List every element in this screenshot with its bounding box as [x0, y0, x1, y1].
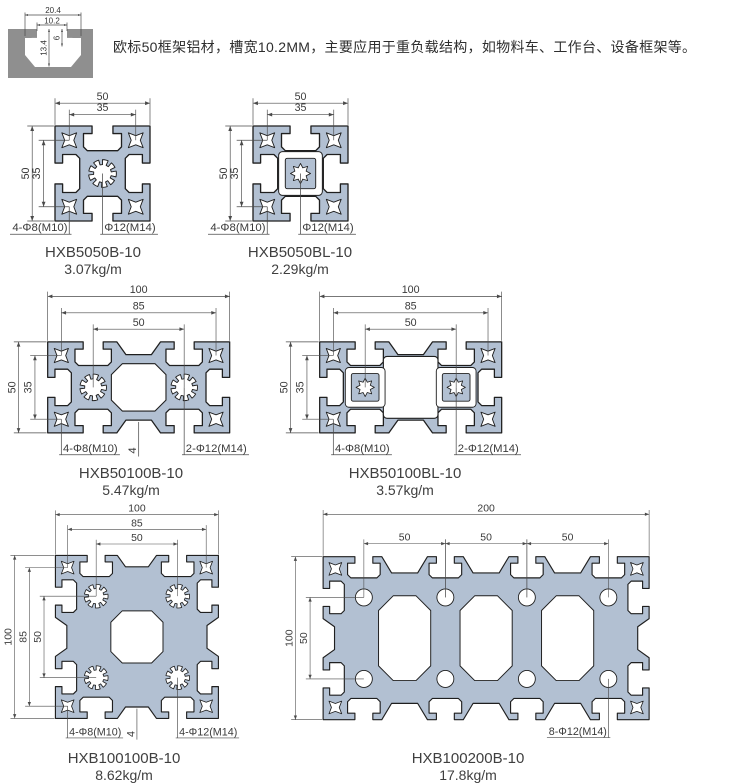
profile-name: HXB100200B-10 — [411, 750, 525, 767]
callout-labels: 4-Φ8(M10) Φ12(M14) — [208, 173, 356, 235]
svg-text:4-Φ8(M10): 4-Φ8(M10) — [63, 443, 118, 455]
profile-weight: 3.07kg/m — [64, 261, 122, 277]
profile-weight: 2.29kg/m — [271, 261, 329, 277]
svg-text:85: 85 — [131, 518, 143, 529]
svg-text:50: 50 — [480, 533, 492, 544]
svg-text:50: 50 — [131, 533, 143, 544]
svg-text:35: 35 — [295, 381, 307, 393]
svg-text:50: 50 — [133, 317, 145, 329]
svg-text:4-Φ8(M10): 4-Φ8(M10) — [335, 443, 390, 455]
svg-text:8-Φ12(M14): 8-Φ12(M14) — [549, 726, 607, 738]
svg-text:100: 100 — [4, 628, 15, 646]
svg-text:2-Φ12(M14): 2-Φ12(M14) — [458, 443, 519, 455]
svg-text:50: 50 — [399, 533, 411, 544]
svg-text:35: 35 — [31, 168, 43, 180]
svg-text:200: 200 — [477, 503, 495, 514]
svg-text:85: 85 — [405, 300, 417, 312]
svg-text:4-Φ8(M10): 4-Φ8(M10) — [12, 222, 67, 234]
svg-text:50: 50 — [278, 381, 290, 393]
svg-text:50: 50 — [20, 168, 32, 180]
callout-labels: 4-Φ8(M10) 4 4-Φ12(M14) — [65, 677, 240, 740]
callout-labels: 4-Φ8(M10) 2-Φ12(M14) — [331, 387, 522, 456]
profile-name: HXB5050BL-10 — [247, 244, 353, 261]
profile-name: HXB50100B-10 — [78, 465, 184, 482]
svg-text:Φ12(M14): Φ12(M14) — [302, 222, 354, 234]
profile-name: HXB5050B-10 — [45, 244, 141, 261]
callout-labels: 4-Φ8(M10) Φ12(M14) — [10, 173, 158, 235]
svg-text:85: 85 — [18, 631, 29, 643]
profile-name: HXB50100BL-10 — [348, 465, 462, 482]
dimension-lines: 100 85 50 50 35 — [6, 284, 230, 434]
profile-weight: 17.8kg/m — [439, 767, 497, 783]
profile-label: HXB5050B-10 3.07kg/m — [45, 245, 141, 277]
profile-weight: 5.47kg/m — [102, 482, 160, 498]
svg-text:35: 35 — [229, 168, 241, 180]
profile-body — [54, 554, 219, 719]
svg-text:35: 35 — [97, 102, 109, 114]
svg-text:35: 35 — [295, 102, 307, 114]
svg-text:100: 100 — [284, 629, 295, 647]
svg-text:50: 50 — [33, 631, 44, 643]
callout-labels: 4-Φ8(M10) 4 2-Φ12(M14) — [59, 387, 250, 457]
svg-text:50: 50 — [97, 91, 109, 103]
dimension-lines: 100 85 50 50 35 — [278, 284, 502, 434]
profile-label: HXB100200B-10 17.8kg/m — [412, 751, 525, 783]
icon-dim-lip-depth: 6 — [53, 35, 62, 40]
icon-dim-arrows — [25, 14, 81, 67]
callout-labels: 8-Φ12(M14) — [546, 678, 611, 738]
profile-body — [319, 341, 503, 434]
svg-text:85: 85 — [133, 300, 145, 312]
svg-text:100: 100 — [130, 284, 148, 296]
svg-text:50: 50 — [295, 91, 307, 103]
svg-text:4-Φ12(M14): 4-Φ12(M14) — [179, 726, 237, 738]
profile-drawing-50100B: 100 85 50 50 35 4-Φ8(M10) 4 2-Φ12(M14) — [6, 284, 250, 457]
icon-dim-labels: 20.4 10.2 13.4 6 — [40, 6, 62, 56]
svg-text:4-Φ8(M10): 4-Φ8(M10) — [69, 726, 121, 738]
svg-text:50: 50 — [562, 533, 574, 544]
profile-label: HXB5050BL-10 2.29kg/m — [248, 245, 352, 277]
profile-weight: 8.62kg/m — [95, 767, 153, 783]
svg-text:50: 50 — [218, 168, 230, 180]
icon-dim-depth: 13.4 — [40, 40, 49, 56]
svg-text:35: 35 — [23, 381, 35, 393]
profile-name: HXB100100B-10 — [67, 750, 181, 767]
profile-drawing-50100BL: 100 85 50 50 35 4-Φ8(M10) 2-Φ12(M14) — [278, 284, 522, 456]
icon-dim-slot-width: 10.2 — [44, 16, 60, 25]
profile-drawing-100200B: 200 50 50 50 100 50 8-Φ12(M14) — [284, 503, 650, 738]
svg-text:50: 50 — [6, 381, 18, 393]
icon-dim-overall: 20.4 — [45, 6, 61, 15]
svg-text:2-Φ12(M14): 2-Φ12(M14) — [186, 443, 247, 455]
profile-label: HXB100100B-10 8.62kg/m — [68, 751, 181, 783]
svg-text:4-Φ8(M10): 4-Φ8(M10) — [210, 222, 265, 234]
profile-weight: 3.57kg/m — [376, 482, 434, 498]
dimension-lines: 200 50 50 50 100 50 — [284, 503, 650, 720]
svg-text:50: 50 — [405, 317, 417, 329]
svg-text:100: 100 — [128, 504, 146, 515]
profile-body — [47, 341, 231, 434]
svg-text:4: 4 — [127, 447, 139, 453]
slot-shape — [8, 29, 93, 78]
page-description: 欧标50框架铝材，槽宽10.2MM，主要应用于重负载结构，如物料车、工作台、设备… — [113, 39, 697, 55]
slot-profile-icon: 20.4 10.2 13.4 6 — [8, 6, 93, 78]
svg-text:4: 4 — [125, 731, 137, 737]
svg-text:100: 100 — [402, 284, 420, 296]
profile-body — [322, 556, 650, 721]
profile-label: HXB50100BL-10 3.57kg/m — [349, 466, 462, 498]
svg-text:Φ12(M14): Φ12(M14) — [104, 222, 156, 234]
profile-label: HXB50100B-10 5.47kg/m — [79, 466, 183, 498]
svg-text:50: 50 — [299, 632, 310, 644]
